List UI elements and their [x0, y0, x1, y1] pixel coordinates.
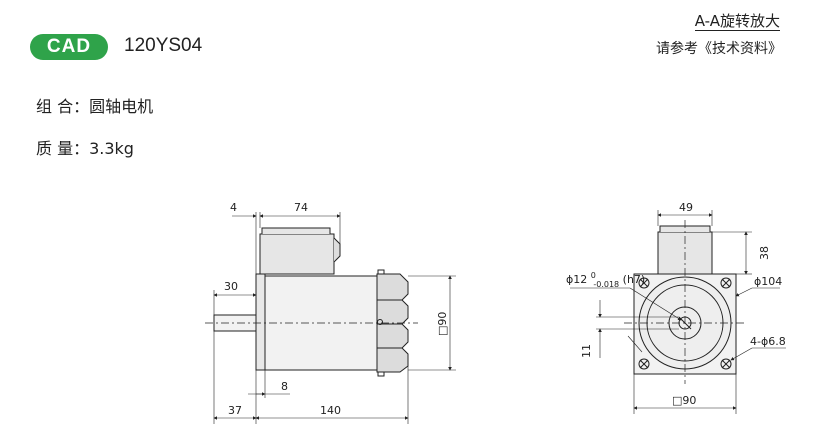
- cad-badge[interactable]: CAD: [30, 34, 108, 60]
- dim-shaft-diameter: ϕ12 0 -0.018 (h7): [566, 268, 645, 290]
- dim-shaft-dia-value: ϕ12: [566, 273, 587, 286]
- dim-top-left: 4: [230, 201, 237, 214]
- terminal-box-top: [261, 227, 331, 234]
- dim-top-length: 74: [294, 201, 308, 214]
- dim-shaft-tol-lower: -0.018: [593, 280, 619, 289]
- dim-box-height-38: 38: [758, 246, 771, 260]
- output-shaft: [213, 314, 259, 332]
- section-aa-title: A-A旋转放大: [694, 12, 780, 31]
- dim-pcd-104: ϕ104: [754, 275, 782, 288]
- dim-body-140: 140: [320, 404, 341, 417]
- dim-shaft-fit: (h7): [623, 273, 646, 286]
- technical-reference-note: 请参考《技术资料》: [656, 41, 782, 57]
- dim-height-90: □90: [436, 312, 449, 336]
- cable-gland: [333, 237, 341, 263]
- motor-flange: [255, 273, 266, 371]
- combination-spec: 组 合：圆轴电机: [36, 97, 154, 116]
- dim-flange-90: □90: [672, 394, 696, 407]
- dim-key-8: 8: [281, 380, 288, 393]
- dim-flat-11: 11: [580, 344, 593, 358]
- mass-spec: 质 量：3.3kg: [36, 139, 134, 158]
- terminal-box: [259, 233, 335, 275]
- screw-mark: [377, 319, 383, 325]
- dim-holes: 4-ϕ6.8: [750, 335, 786, 348]
- dim-box-width-49: 49: [679, 201, 693, 214]
- dim-shaft-30: 30: [224, 280, 238, 293]
- model-number: 120YS04: [124, 35, 203, 56]
- side-view: [205, 212, 456, 424]
- dim-shaft-tol-upper: 0: [591, 271, 596, 280]
- mounting-holes: [638, 277, 732, 370]
- front-view: [570, 210, 786, 414]
- dim-shaft-37: 37: [228, 404, 242, 417]
